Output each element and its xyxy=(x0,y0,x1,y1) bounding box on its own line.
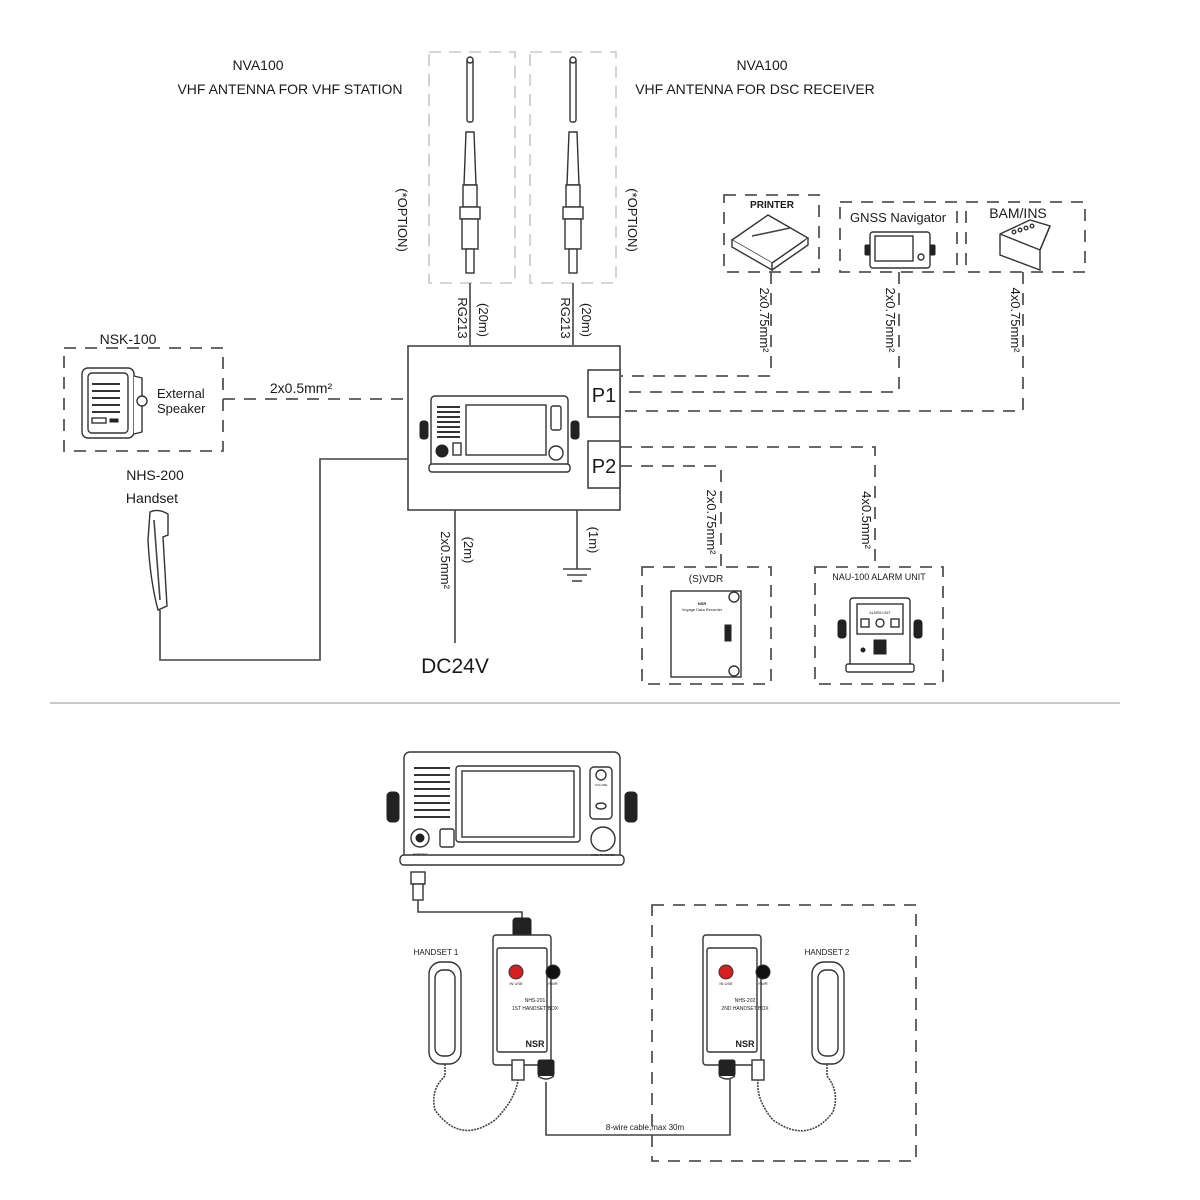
vhf-radio-unit-icon xyxy=(419,395,580,473)
handset-1: HANDSET 1 xyxy=(414,948,519,1132)
handset-box-1: IN USE PWR NHS-201 1ST HANDSET BOX NSR xyxy=(492,917,561,1081)
nau100-alarm-unit: 4x0.5mm² NAU-100 ALARM UNIT ALARM UNIT xyxy=(620,446,944,685)
handset-2: HANDSET 2 xyxy=(756,948,850,1132)
link-cable: 8-wire cable,max 30m xyxy=(545,1078,731,1136)
svdr-label: (S)VDR xyxy=(689,574,723,585)
handset-box-2: IN USE PWR NHS-202 2ND HANDSET BOX NSR xyxy=(702,934,771,1081)
antenna1-model: NVA100 xyxy=(232,57,283,73)
antenna2-option-label: (*OPTION) xyxy=(625,188,640,252)
bam-ins-label: BAM/INS xyxy=(989,205,1047,221)
svdr-device: 2x0.75mm² (S)VDR NSR Voyage Data Recorde… xyxy=(620,465,772,685)
handset-box-2-dashed-area xyxy=(651,904,917,1162)
port-p1-label: P1 xyxy=(592,385,616,407)
antenna2-cable-length: (20m) xyxy=(579,303,594,337)
antenna1-icon xyxy=(459,56,481,274)
antenna2-icon xyxy=(562,56,584,274)
alarm-unit-cable: 4x0.5mm² xyxy=(859,491,874,549)
bam-ins-icon xyxy=(999,219,1051,272)
handset-label: Handset xyxy=(126,490,178,506)
in-use-led-2 xyxy=(718,964,734,980)
unit-handset-port-label: HANDSET xyxy=(413,852,428,856)
box1-led1-label: IN USE xyxy=(509,981,523,986)
svdr-cable: 2x0.75mm² xyxy=(704,489,719,555)
antenna1-description: VHF ANTENNA FOR VHF STATION xyxy=(177,81,402,97)
handset-1-icon xyxy=(428,961,462,1065)
box2-led1-label: IN USE xyxy=(719,981,733,986)
port-p1 xyxy=(587,369,621,418)
pwr-led-2 xyxy=(755,964,771,980)
handset-nhs200: NHS-200 Handset xyxy=(126,458,408,661)
in-use-led-1 xyxy=(508,964,524,980)
handset2-label: HANDSET 2 xyxy=(805,948,850,957)
svdr-icon: NSR Voyage Data Recorder xyxy=(670,590,742,678)
gnss-label: GNSS Navigator xyxy=(850,210,947,225)
alarm-unit-inner-label: ALARM UNIT xyxy=(869,611,891,615)
alarm-unit-label: NAU-100 ALARM UNIT xyxy=(832,572,926,582)
speaker-model: NSK-100 xyxy=(100,331,157,347)
gnss-cable: 2x0.75mm² xyxy=(883,287,898,353)
printer-icon xyxy=(730,214,810,272)
vhf-unit-front-view: HANDSET PUSH TO ENTER VOLUME xyxy=(386,751,638,866)
port-p2 xyxy=(587,440,621,489)
unit-connector xyxy=(410,871,523,918)
printer-device: PRINTER 2x0.75mm² xyxy=(620,194,820,377)
box2-brand: NSR xyxy=(735,1039,755,1049)
power-label: DC24V xyxy=(421,655,489,678)
gnss-navigator-device: GNSS Navigator 2x0.75mm² xyxy=(620,201,958,393)
box1-name: 1ST HANDSET BOX xyxy=(512,1006,559,1012)
box2-name: 2ND HANDSET BOX xyxy=(721,1006,769,1012)
bam-ins-cable: 4x0.75mm² xyxy=(1008,287,1023,353)
printer-label: PRINTER xyxy=(750,200,795,211)
handset-model: NHS-200 xyxy=(126,467,184,483)
port-p2-label: P2 xyxy=(592,456,616,478)
svdr-inner-label: Voyage Data Recorder xyxy=(682,607,723,612)
bam-ins-device: BAM/INS 4x0.75mm² xyxy=(620,201,1086,412)
handset-1-coiled-cord xyxy=(432,1064,519,1132)
printer-cable: 2x0.75mm² xyxy=(757,287,772,353)
power-supply: (2m) 2x0.5mm² DC24V xyxy=(421,510,489,678)
speaker-label-1: External xyxy=(157,386,205,401)
link-cable-label: 8-wire cable,max 30m xyxy=(606,1123,685,1132)
box1-led2-label: PWR xyxy=(548,981,557,986)
speaker-label-2: Speaker xyxy=(157,401,206,416)
handset1-label: HANDSET 1 xyxy=(414,948,459,957)
antenna1-option-box xyxy=(428,51,516,284)
external-speaker-nsk100: NSK-100 External Speaker 2x0.5mm² xyxy=(63,331,408,452)
box2-led2-label: PWR xyxy=(758,981,767,986)
handset-2-icon xyxy=(811,961,845,1065)
antenna-dsc-receiver: NVA100 VHF ANTENNA FOR DSC RECEIVER (*OP… xyxy=(529,51,875,345)
handset-icon xyxy=(147,509,169,625)
antenna1-cable-type: RG213 xyxy=(455,297,470,338)
power-cable-spec: 2x0.5mm² xyxy=(438,531,453,589)
speaker-icon xyxy=(81,367,148,439)
antenna1-option-label: (*OPTION) xyxy=(395,188,410,252)
main-unit-enclosure: P1 P2 xyxy=(407,345,621,511)
box1-model: NHS-201 xyxy=(525,998,546,1004)
svdr-brand: NSR xyxy=(698,601,707,606)
unit-push-to-enter-label: PUSH TO ENTER xyxy=(591,853,616,857)
alarm-unit-icon: ALARM UNIT xyxy=(837,597,923,673)
antenna2-description: VHF ANTENNA FOR DSC RECEIVER xyxy=(635,81,875,97)
ground-icon xyxy=(563,568,591,582)
gnss-navigator-icon xyxy=(864,231,936,269)
unit-volume-label: VOLUME xyxy=(595,783,608,787)
box2-model: NHS-202 xyxy=(735,998,756,1004)
speaker-cable-label: 2x0.5mm² xyxy=(270,380,333,396)
antenna2-model: NVA100 xyxy=(736,57,787,73)
handset-2-coiled-cord xyxy=(756,1064,837,1132)
ground: (1m) xyxy=(563,510,601,582)
antenna2-cable-type: RG213 xyxy=(558,297,573,338)
pwr-led-1 xyxy=(545,964,561,980)
box1-brand: NSR xyxy=(525,1039,545,1049)
power-cable-length: (2m) xyxy=(461,537,476,564)
antenna-vhf-station: NVA100 VHF ANTENNA FOR VHF STATION (*OPT… xyxy=(177,51,516,345)
ground-cable-length: (1m) xyxy=(586,527,601,554)
antenna1-cable-length: (20m) xyxy=(476,303,491,337)
handset-cable xyxy=(159,458,408,661)
